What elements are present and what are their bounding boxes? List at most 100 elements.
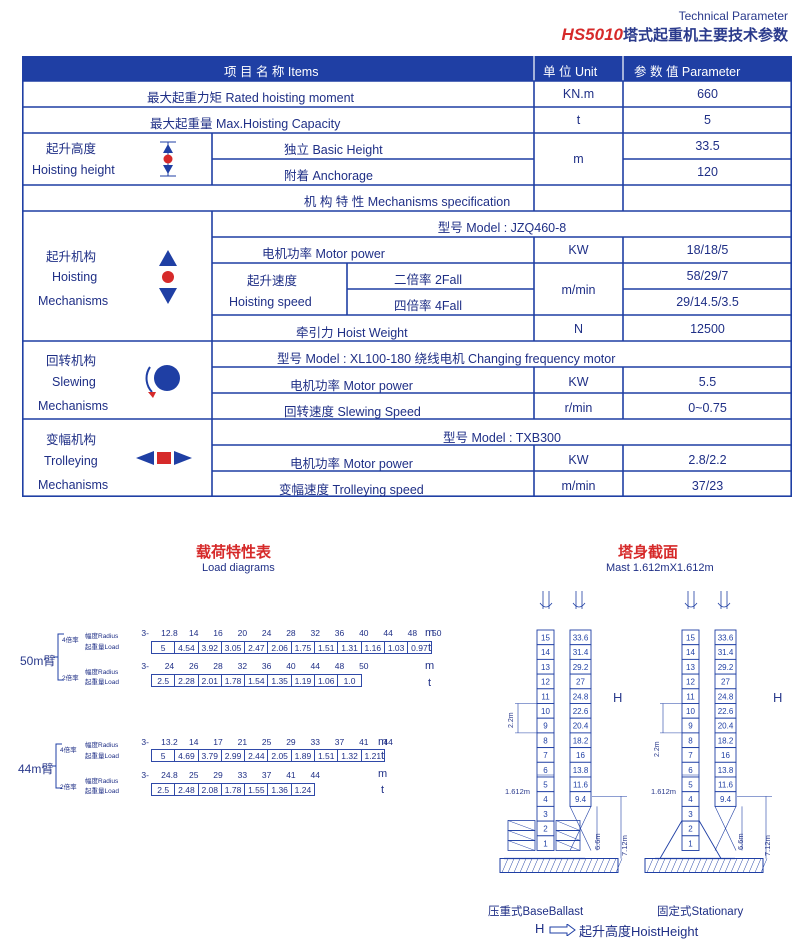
foundation-hatch [736, 858, 744, 873]
mast-height-value: 22.6 [573, 707, 589, 716]
max-capacity-value: 5 [704, 113, 711, 127]
radius-cell: 29 [213, 770, 223, 780]
mast-section-number: 6 [688, 766, 693, 775]
mast-section-number: 13 [541, 663, 550, 672]
foundation-hatch [706, 858, 714, 873]
radius-cell: 48 [407, 628, 418, 638]
mast-section-number: 14 [686, 648, 695, 657]
mast-height-value: 18.2 [718, 736, 734, 745]
load-cell: 1.75 [290, 641, 316, 654]
mast-height-value: 11.6 [573, 781, 589, 790]
load-cell: 1.54 [244, 674, 269, 687]
trolleying-speed-label: 变幅速度 Trolleying speed [279, 483, 424, 497]
radius-cell: 44 [310, 661, 320, 671]
ballast-hatch [507, 840, 536, 851]
up-down-arrows-icon [159, 250, 177, 304]
radius-label: 幅度Radius [85, 778, 119, 785]
mast-section-number: 5 [543, 781, 548, 790]
slewing-en1: Slewing [52, 375, 96, 389]
foundation-hatch [603, 858, 611, 873]
load-label: 起重量Load [85, 679, 119, 686]
hoisting-cn: 起升机构 [46, 250, 97, 264]
dim-section-left: 2.2m [508, 712, 515, 728]
slewing-motor-unit: KW [568, 375, 589, 389]
radius-cell: 28 [213, 661, 223, 671]
foundation-hatch [694, 858, 702, 873]
load-cell: 2.01 [197, 674, 222, 687]
radius-cell: 40 [359, 628, 369, 638]
radius-cell: 32 [237, 661, 248, 671]
anchorage-value: 120 [697, 165, 718, 179]
mast-section-number: 3 [543, 810, 548, 819]
load-cell: 1.51 [314, 749, 339, 762]
table-header-bar [22, 56, 792, 81]
foundation-hatch [591, 858, 599, 873]
trolleying-motor-value: 2.8/2.2 [688, 453, 727, 467]
left-right-arrows-icon [136, 451, 192, 465]
foundation-hatch [724, 858, 732, 873]
radius-cell: 25 [189, 770, 199, 780]
mast-section-number: 6 [543, 766, 548, 775]
radius-cell: 32 [310, 628, 320, 638]
load-label: 起重量Load [85, 788, 119, 795]
mast-left-ballast: 15141312111098765432133.631.429.22724.82… [499, 591, 627, 873]
unit-t: t [428, 642, 432, 654]
load-cell: 2.48 [174, 783, 199, 796]
mast-height-value: 16 [721, 751, 730, 760]
trolleying-model: 型号 Model : TXB300 [443, 431, 561, 445]
foundation-hatch [748, 858, 756, 873]
load-cell: 5 [151, 749, 176, 762]
mast-section-number: 10 [541, 707, 550, 716]
load-cell: 5 [151, 641, 176, 654]
mast-section-number: 11 [541, 692, 550, 701]
radius-cell: 36 [261, 661, 272, 671]
radius-cell: 14 [189, 737, 199, 747]
trolleying-en1: Trolleying [44, 454, 98, 468]
slewing-cn: 回转机构 [46, 354, 97, 368]
mast-section [536, 835, 555, 851]
foundation-hatch [507, 858, 515, 873]
rotation-icon [145, 365, 180, 398]
radius-cell: 40 [286, 661, 296, 671]
radius-label: 幅度Radius [85, 633, 119, 640]
foundation-hatch [543, 858, 551, 873]
radius-cell: 37 [334, 737, 345, 747]
radius-cell: 37 [261, 770, 272, 780]
load-cell: 1.03 [383, 641, 409, 654]
radius-cell: 50 [431, 628, 442, 638]
mast-height-value: 9.4 [575, 795, 587, 804]
hoisting-speed-en: Hoisting speed [229, 295, 312, 309]
mast-section-number: 4 [688, 795, 693, 804]
jib50-bracket [54, 633, 64, 681]
mast-section-number: 15 [686, 634, 695, 643]
foundation-hatch [531, 858, 539, 873]
load-cell: 2.28 [174, 674, 199, 687]
radius-cell: 21 [237, 737, 248, 747]
mast-section-number: 8 [688, 736, 693, 745]
radius-cell: 3- [141, 661, 149, 671]
load-label: 起重量Load [85, 753, 119, 760]
trolleying-speed-value: 37/23 [691, 479, 724, 493]
hook-icon [684, 602, 698, 608]
base-ballast-label: 压重式BaseBallast [488, 906, 584, 918]
mast-height-value: 31.4 [573, 648, 589, 657]
mast-height-value: 29.2 [573, 663, 589, 672]
stationary-label: 固定式Stationary [657, 906, 744, 918]
dim-712-right: 7.12m [763, 835, 772, 856]
mast-height-value: 22.6 [718, 707, 734, 716]
foundation-hatch [688, 858, 696, 873]
load-cell: 2.06 [267, 641, 292, 654]
mast-section-number: 5 [688, 781, 693, 790]
fall2-label: 二倍率 2Fall [394, 273, 463, 287]
load-cell: 1.0 [337, 674, 362, 687]
radius-cell: 24 [164, 661, 175, 671]
legend-h: H [535, 921, 545, 936]
jib44-bracket [52, 743, 62, 789]
mast-height-value: 24.8 [573, 692, 589, 701]
ballast-hatch [507, 830, 536, 841]
fall4-value: 29/14.5/3.5 [676, 295, 739, 309]
load-cell: 1.31 [337, 641, 362, 654]
hoisting-speed-cn: 起升速度 [247, 274, 298, 288]
foundation-hatch [664, 858, 672, 873]
